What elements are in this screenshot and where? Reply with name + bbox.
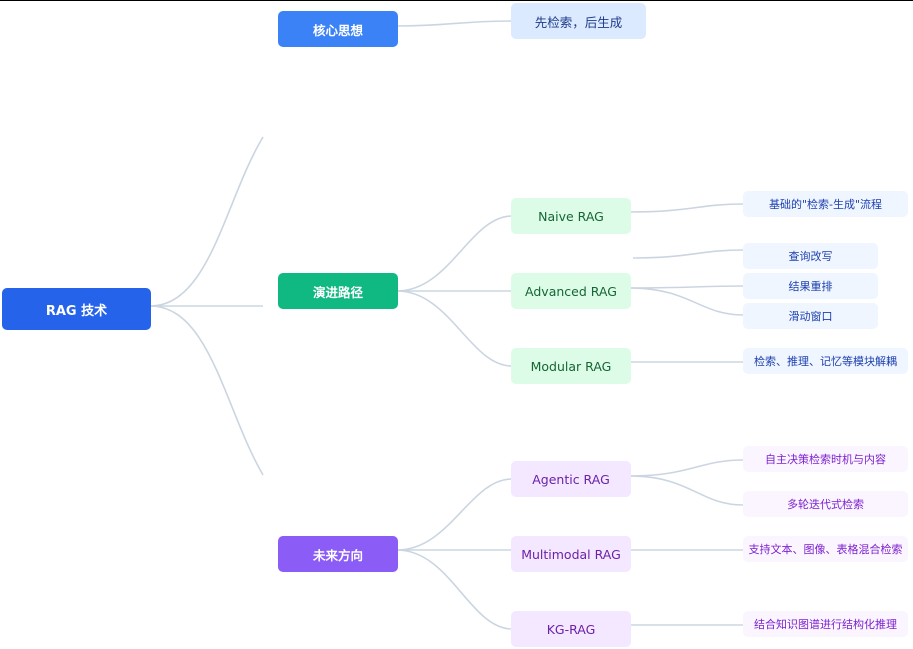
leaf-autonomous-decision[interactable]: 自主决策检索时机与内容	[743, 446, 908, 472]
node-naive-rag[interactable]: Naive RAG	[511, 198, 631, 234]
edge-core-child	[396, 20, 513, 27]
node-modular-rag[interactable]: Modular RAG	[511, 348, 631, 384]
edge-advanced-rerank	[629, 285, 744, 289]
branch-future-direction[interactable]: 未来方向	[278, 536, 398, 572]
leaf-result-rerank[interactable]: 结果重排	[743, 273, 878, 299]
node-advanced-rag[interactable]: Advanced RAG	[511, 273, 631, 309]
branch-evolution-path[interactable]: 演进路径	[278, 273, 398, 309]
leaf-kg-detail[interactable]: 结合知识图谱进行结构化推理	[743, 611, 908, 637]
leaf-query-rewrite[interactable]: 查询改写	[743, 243, 878, 269]
leaf-modular-detail[interactable]: 检索、推理、记忆等模块解耦	[743, 348, 908, 374]
root-node[interactable]: RAG 技术	[2, 288, 151, 330]
edge-naive-detail	[629, 203, 744, 213]
node-agentic-rag[interactable]: Agentic RAG	[511, 461, 631, 497]
edge-agentic-iter	[629, 475, 744, 506]
leaf-multi-round-retrieval[interactable]: 多轮迭代式检索	[743, 491, 908, 517]
edge-advanced-query	[632, 249, 744, 259]
leaf-multimodal-detail[interactable]: 支持文本、图像、表格混合检索	[743, 536, 908, 562]
leaf-naive-detail[interactable]: 基础的"检索-生成"流程	[743, 191, 908, 217]
edge-evolution-modular	[396, 290, 513, 367]
edge-future-kg	[396, 549, 513, 630]
node-multimodal-rag[interactable]: Multimodal RAG	[511, 536, 631, 572]
node-retrieve-then-generate[interactable]: 先检索，后生成	[511, 3, 646, 39]
edge-advanced-window	[629, 287, 744, 316]
leaf-sliding-window[interactable]: 滑动窗口	[743, 303, 878, 329]
edge-future-agentic	[396, 478, 513, 551]
branch-core-idea[interactable]: 核心思想	[278, 11, 398, 47]
edge-evolution-naive	[396, 215, 513, 292]
edge-root-core	[149, 136, 264, 307]
node-kg-rag[interactable]: KG-RAG	[511, 611, 631, 647]
top-border-line	[0, 0, 913, 1]
edge-agentic-decide	[629, 459, 744, 477]
edge-root-future	[149, 305, 264, 476]
